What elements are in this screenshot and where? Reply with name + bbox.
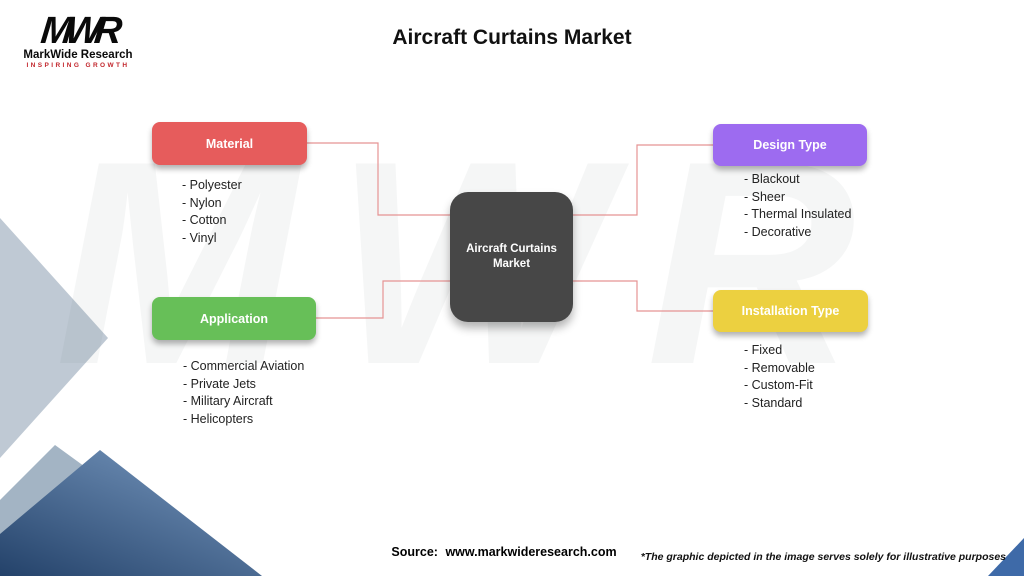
category-label-material: Material — [205, 136, 254, 151]
connector-design-type — [573, 144, 713, 216]
list-item: - Commercial Aviation — [183, 359, 305, 373]
deco-bottom-left-blue — [0, 450, 262, 576]
category-label-design-type: Design Type — [753, 138, 827, 152]
disclaimer-text: *The graphic depicted in the image serve… — [640, 551, 1006, 563]
source-label: Source: — [391, 545, 438, 559]
list-item: - Vinyl — [182, 230, 217, 245]
list-item: - Nylon — [182, 195, 222, 210]
logo-tagline: Inspiring Growth — [26, 62, 130, 69]
center-node: Aircraft Curtains Market — [450, 192, 573, 322]
brand-logo: MWR MarkWide Research Inspiring Growth — [20, 10, 136, 69]
deco-bottom-right-triangle — [988, 538, 1024, 576]
connector-application — [316, 280, 450, 319]
list-item: - Standard — [744, 395, 803, 410]
list-item: - Private Jets — [183, 376, 256, 391]
category-box-installation-type: Installation Type — [713, 290, 868, 332]
list-item: - Thermal Insulated — [744, 207, 852, 221]
deco-left-triangle — [0, 218, 108, 458]
list-item: - Polyester — [182, 178, 242, 192]
list-item: - Cotton — [182, 213, 227, 227]
list-item: - Helicopters — [183, 411, 254, 426]
category-list-material: - Polyester - Nylon - Cotton - Vinyl — [182, 177, 242, 247]
list-item: - Military Aircraft — [183, 394, 273, 408]
category-box-design-type: Design Type — [713, 124, 867, 166]
category-box-application: Application — [152, 297, 316, 340]
page-title: Aircraft Curtains Market — [392, 26, 632, 49]
source-url-link[interactable]: www.markwideresearch.com — [445, 545, 617, 559]
category-label-application: Application — [199, 311, 269, 326]
source-line: Source: www.markwideresearch.com — [0, 545, 1008, 559]
list-item: - Sheer — [744, 189, 785, 204]
category-list-design-type: - Blackout - Sheer - Thermal Insulated -… — [744, 171, 851, 241]
connector-material — [307, 142, 450, 216]
list-item: - Removable — [744, 360, 815, 375]
list-item: - Fixed — [744, 343, 783, 357]
list-item: - Blackout — [744, 172, 800, 186]
logo-brand-name: MarkWide Research — [23, 49, 133, 61]
connector-installation-type — [573, 280, 713, 312]
category-list-installation-type: - Fixed - Removable - Custom-Fit - Stand… — [744, 342, 815, 412]
category-list-application: - Commercial Aviation - Private Jets - M… — [183, 358, 304, 428]
list-item: - Custom-Fit — [744, 378, 813, 392]
category-label-installation-type: Installation Type — [741, 304, 840, 318]
list-item: - Decorative — [744, 224, 812, 239]
category-box-material: Material — [152, 122, 307, 165]
